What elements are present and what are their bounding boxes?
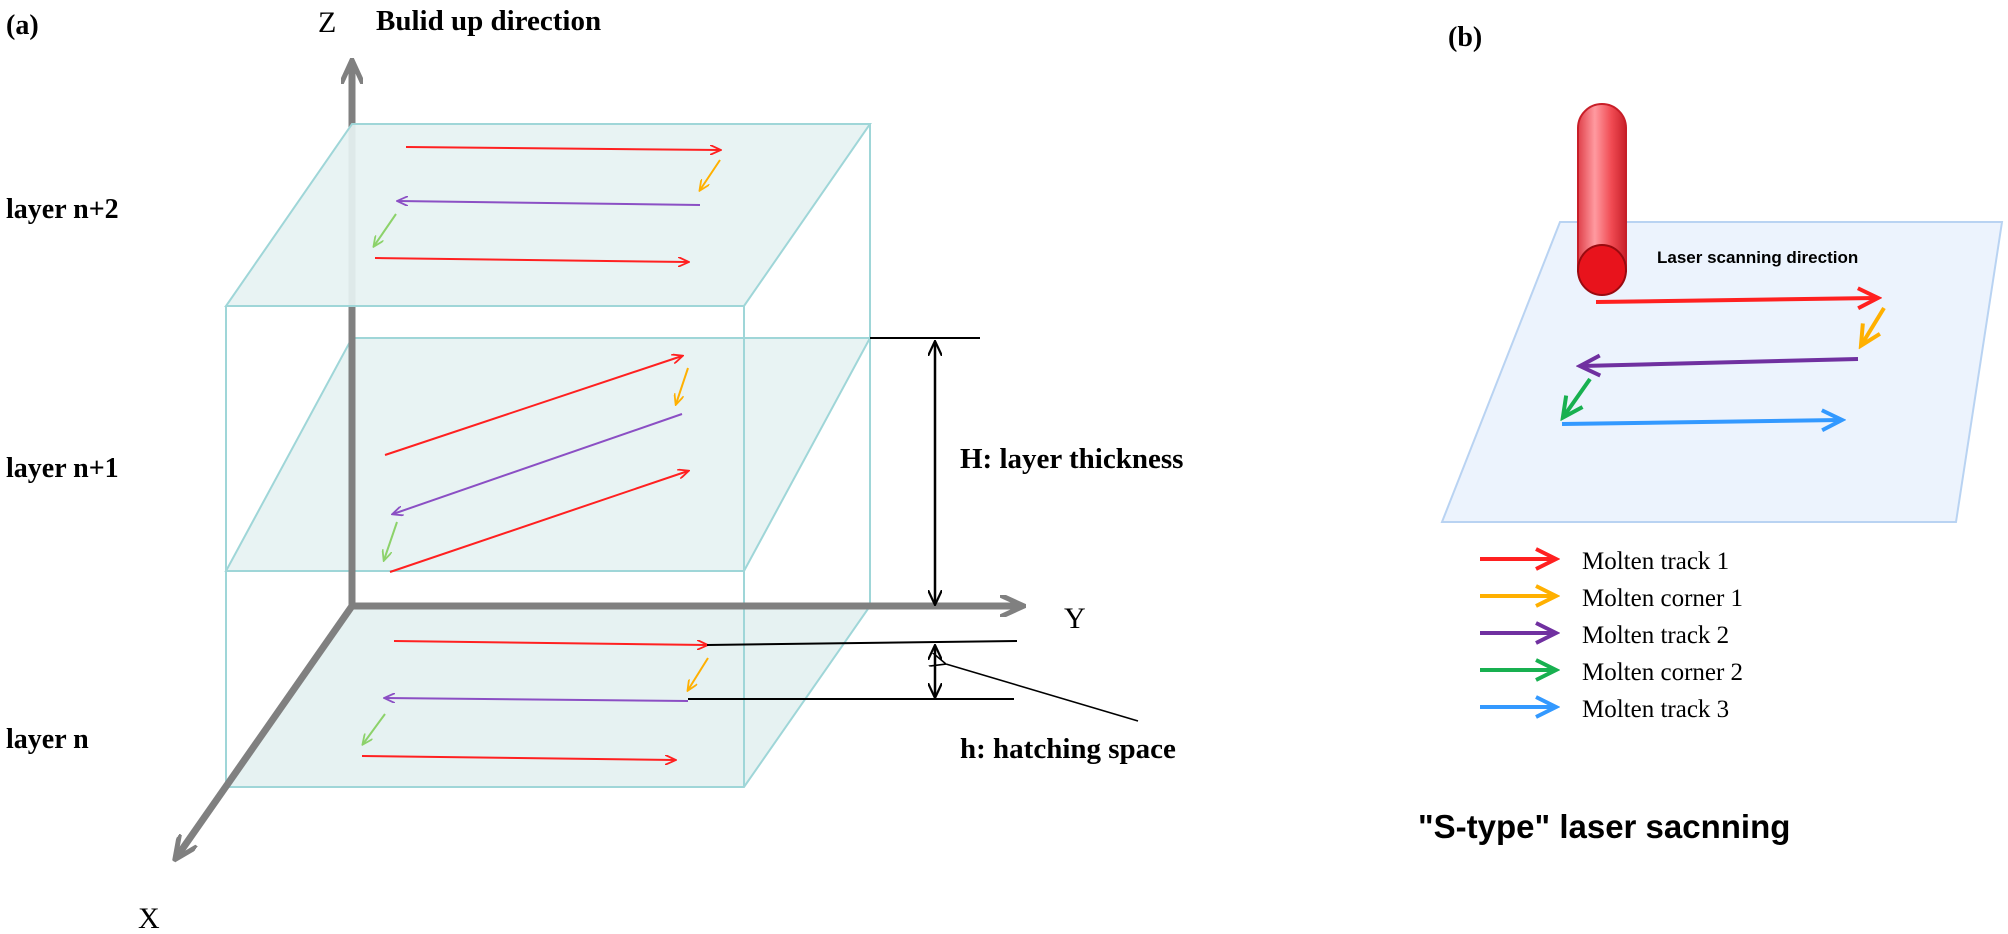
legend-label: Molten track 3 <box>1582 696 1729 723</box>
legend-label: Molten corner 1 <box>1582 585 1743 612</box>
scan-plane <box>1440 221 2004 523</box>
molten-track-3 <box>1561 420 1840 424</box>
scan-corner <box>384 521 398 560</box>
scan-corner <box>688 657 709 690</box>
y-axis-label: Y <box>1064 602 1086 635</box>
panel-b-label: (b) <box>1448 22 1482 53</box>
build-direction-label: Bulid up direction <box>376 5 601 37</box>
scan-track <box>405 147 720 150</box>
scan-corner <box>676 367 689 404</box>
scan-track <box>393 413 683 514</box>
x-axis <box>176 603 355 858</box>
hatching-space-tick <box>706 640 1018 646</box>
panel-b-caption: "S-type" laser sacnning <box>1418 808 1790 845</box>
scan-track <box>385 698 689 701</box>
hatching-space-label: h: hatching space <box>960 733 1176 765</box>
layer-n2-plane <box>224 123 872 307</box>
molten-track-1 <box>1595 298 1876 302</box>
legend-label: Molten corner 2 <box>1582 659 1743 686</box>
scan-corner <box>374 213 397 246</box>
scan-track <box>361 756 675 760</box>
scan-track <box>393 641 707 645</box>
layer-n1-label: layer n+1 <box>6 453 119 484</box>
molten-corner-2 <box>1564 377 1592 416</box>
layer-n-plane <box>224 605 872 788</box>
scan-corner <box>700 159 721 190</box>
molten-corner-1 <box>1862 306 1886 344</box>
laser-nozzle <box>1577 103 1627 296</box>
scan-track <box>384 356 682 456</box>
scan-direction-label: Laser scanning direction <box>1657 248 1858 267</box>
layer-n2-label: layer n+2 <box>6 194 119 225</box>
molten-track-2 <box>1582 359 1859 366</box>
x-axis-label: X <box>138 902 160 934</box>
scan-track <box>398 201 701 205</box>
layer-thickness-label: H: layer thickness <box>960 443 1183 475</box>
layer-n1-plane <box>224 337 872 572</box>
panel-a-label: (a) <box>6 10 39 41</box>
legend-label: Molten track 1 <box>1582 548 1729 575</box>
scan-track <box>374 258 688 262</box>
scan-track <box>389 471 688 573</box>
z-axis-label: Z <box>318 6 336 39</box>
scan-corner <box>363 713 386 744</box>
hatching-space-pointer <box>946 664 1139 722</box>
legend: Molten track 1 Molten corner 1 Molten tr… <box>1480 548 1743 723</box>
legend-label: Molten track 2 <box>1582 622 1729 649</box>
layer-n-label: layer n <box>6 724 89 755</box>
